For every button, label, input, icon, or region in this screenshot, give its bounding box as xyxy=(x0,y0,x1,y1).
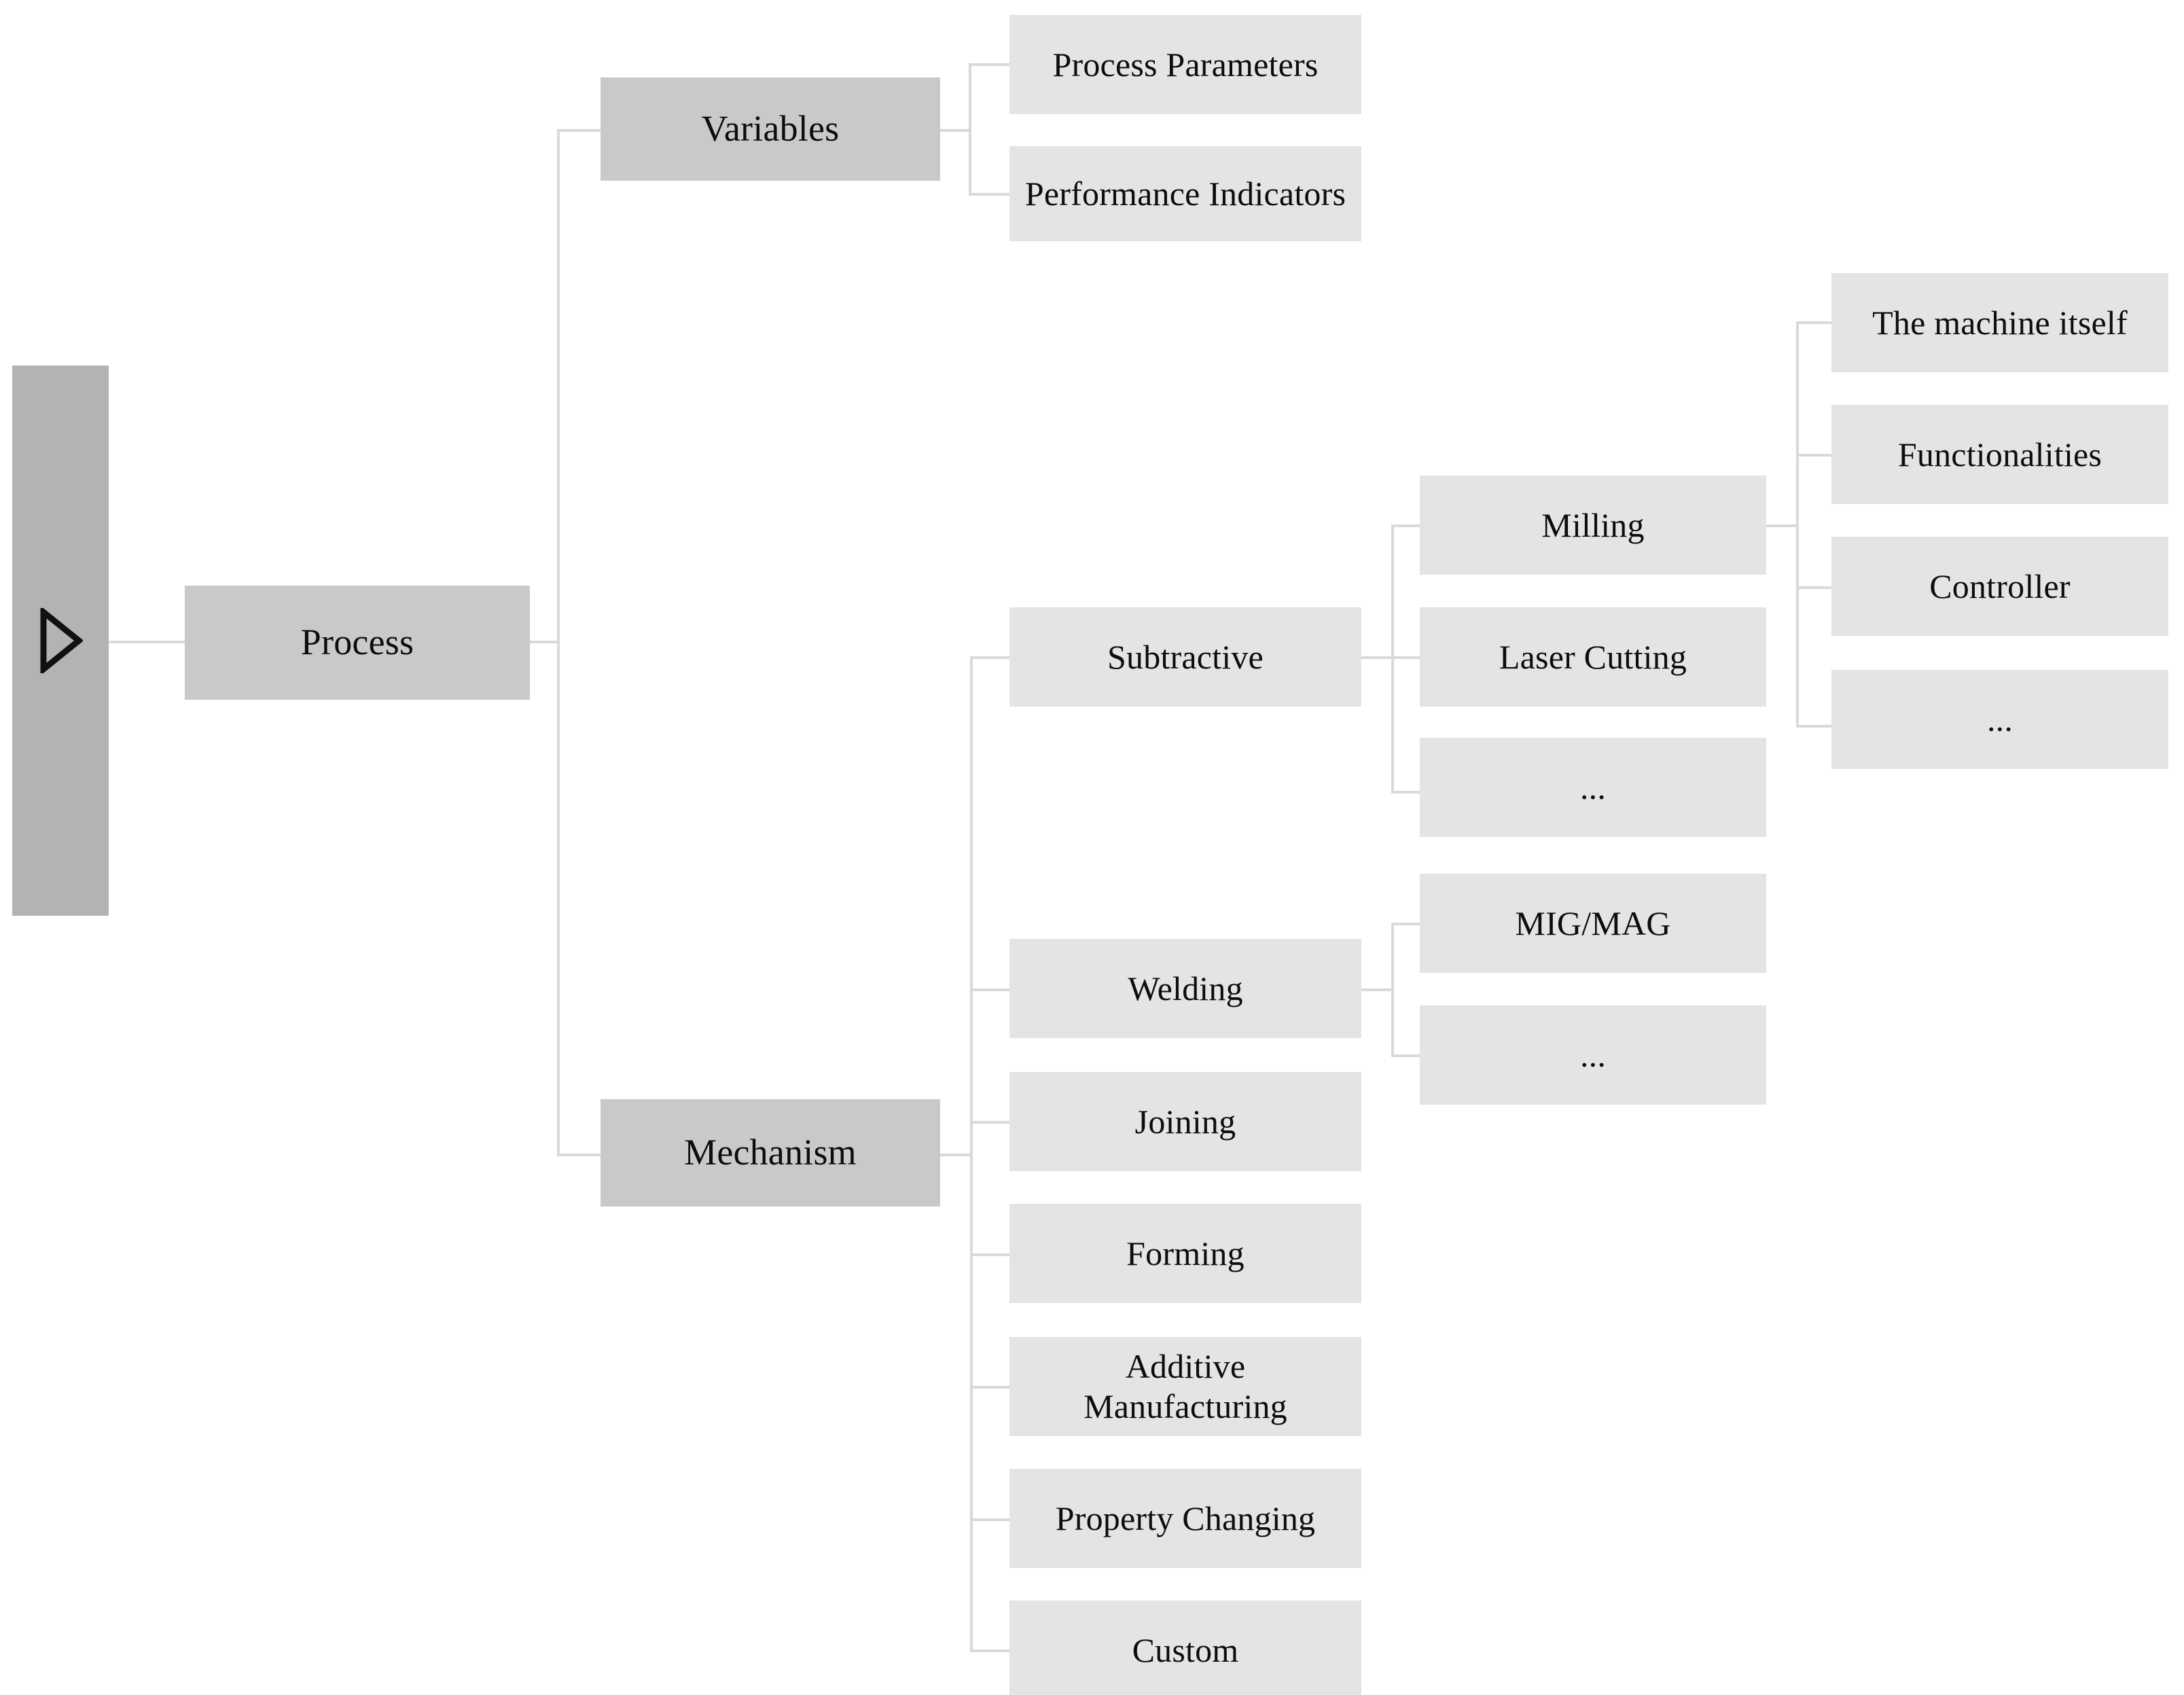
connector-mechanism-to-subtractive xyxy=(970,656,1009,659)
node-variables[interactable]: Variables xyxy=(601,77,940,181)
connector-subtractive-to-subtractive-more xyxy=(1391,791,1420,793)
node-subtractive-label: Subtractive xyxy=(1107,637,1264,676)
connector-root-to-process xyxy=(109,641,185,643)
node-custom-label: Custom xyxy=(1132,1630,1239,1669)
node-welding[interactable]: Welding xyxy=(1009,939,1361,1038)
connector-milling-to-milling-more xyxy=(1796,725,1831,728)
node-laser-cutting[interactable]: Laser Cutting xyxy=(1420,607,1766,707)
node-functionalities[interactable]: Functionalities xyxy=(1831,405,2168,504)
node-performance-indicators-line1: Performance Indicators xyxy=(1024,174,1346,213)
connector-subtractive-to-laser-cutting xyxy=(1391,656,1420,659)
connector-mechanism-to-welding xyxy=(970,988,1009,991)
connector-welding-to-welding-more xyxy=(1391,1054,1420,1057)
connector-mechanism-to-joining xyxy=(970,1121,1009,1124)
node-variables-label: Variables xyxy=(701,108,840,149)
node-controller-label: Controller xyxy=(1929,567,2071,605)
connector-subtractive-to-milling xyxy=(1391,524,1420,527)
node-milling-more[interactable]: ... xyxy=(1831,670,2168,769)
node-mechanism-label: Mechanism xyxy=(684,1132,857,1173)
node-property-changing[interactable]: Property Changing xyxy=(1009,1469,1361,1568)
node-machine-itself-label: The machine itself xyxy=(1872,303,2128,342)
node-mechanism[interactable]: Mechanism xyxy=(601,1099,940,1207)
connector-mechanism-to-custom xyxy=(970,1649,1009,1652)
connector-welding-trunk xyxy=(1391,923,1394,1056)
node-subtractive-more-label: ... xyxy=(1579,768,1607,806)
connector-trunk-to-variables xyxy=(557,129,601,132)
connector-milling-trunk xyxy=(1796,321,1799,728)
node-performance-indicators[interactable]: Performance Indicators xyxy=(1009,146,1361,241)
node-forming-label: Forming xyxy=(1126,1234,1245,1272)
node-welding-more-label: ... xyxy=(1579,1035,1607,1074)
connector-variables-stub xyxy=(940,129,971,132)
connector-milling-to-controller xyxy=(1796,586,1831,589)
node-welding-more[interactable]: ... xyxy=(1420,1005,1766,1105)
connector-mechanism-stub xyxy=(940,1154,971,1156)
connector-milling-to-functionalities xyxy=(1796,454,1831,457)
node-controller[interactable]: Controller xyxy=(1831,537,2168,636)
node-process-label: Process xyxy=(300,622,414,663)
connector-process-trunk xyxy=(557,129,560,1156)
connector-variables-to-performance-indicators xyxy=(969,193,1009,196)
node-additive-manufacturing-label: Additive Manufacturing xyxy=(1014,1346,1357,1427)
node-functionalities-label: Functionalities xyxy=(1897,435,2102,474)
node-milling[interactable]: Milling xyxy=(1420,476,1766,575)
node-milling-label: Milling xyxy=(1541,505,1645,544)
connector-variables-to-process-parameters xyxy=(969,63,1009,66)
node-process-parameters-label: Process Parameters xyxy=(1052,45,1319,84)
node-process-parameters[interactable]: Process Parameters xyxy=(1009,15,1361,114)
node-custom[interactable]: Custom xyxy=(1009,1601,1361,1695)
node-joining-label: Joining xyxy=(1134,1102,1236,1141)
connector-welding-stub xyxy=(1361,988,1393,991)
node-milling-more-label: ... xyxy=(1986,700,2013,738)
node-machine-itself[interactable]: The machine itself xyxy=(1831,273,2168,372)
node-subtractive-more[interactable]: ... xyxy=(1420,738,1766,837)
connector-mechanism-to-property-changing xyxy=(970,1518,1009,1521)
node-joining[interactable]: Joining xyxy=(1009,1072,1361,1171)
node-property-changing-label: Property Changing xyxy=(1055,1499,1316,1537)
node-process[interactable]: Process xyxy=(185,586,530,700)
triangle-right-outline-icon xyxy=(12,365,109,916)
connector-subtractive-trunk xyxy=(1391,524,1394,793)
node-welding-label: Welding xyxy=(1128,969,1243,1007)
node-additive-manufacturing[interactable]: Additive Manufacturing xyxy=(1009,1337,1361,1436)
connector-mechanism-to-additive-manufacturing xyxy=(970,1386,1009,1389)
node-performance-indicators-label: Performance Indicators xyxy=(1014,174,1357,214)
connector-process-stub xyxy=(529,641,560,643)
connector-milling-stub xyxy=(1766,524,1797,527)
node-additive-manufacturing-line2: Manufacturing xyxy=(1084,1387,1287,1425)
connector-trunk-to-mechanism xyxy=(557,1154,601,1156)
node-laser-cutting-label: Laser Cutting xyxy=(1499,637,1687,676)
root-node[interactable] xyxy=(12,365,109,916)
connector-variables-trunk xyxy=(969,63,971,196)
connector-subtractive-stub xyxy=(1361,656,1393,659)
node-additive-manufacturing-line1: Additive xyxy=(1125,1347,1246,1385)
connector-welding-to-mig-mag xyxy=(1391,923,1420,925)
connector-mechanism-trunk xyxy=(970,656,973,1649)
node-forming[interactable]: Forming xyxy=(1009,1204,1361,1303)
connector-milling-to-machine-itself xyxy=(1796,321,1831,324)
connector-mechanism-to-forming xyxy=(970,1253,1009,1256)
node-mig-mag[interactable]: MIG/MAG xyxy=(1420,874,1766,973)
node-mig-mag-label: MIG/MAG xyxy=(1515,904,1671,942)
node-subtractive[interactable]: Subtractive xyxy=(1009,607,1361,707)
